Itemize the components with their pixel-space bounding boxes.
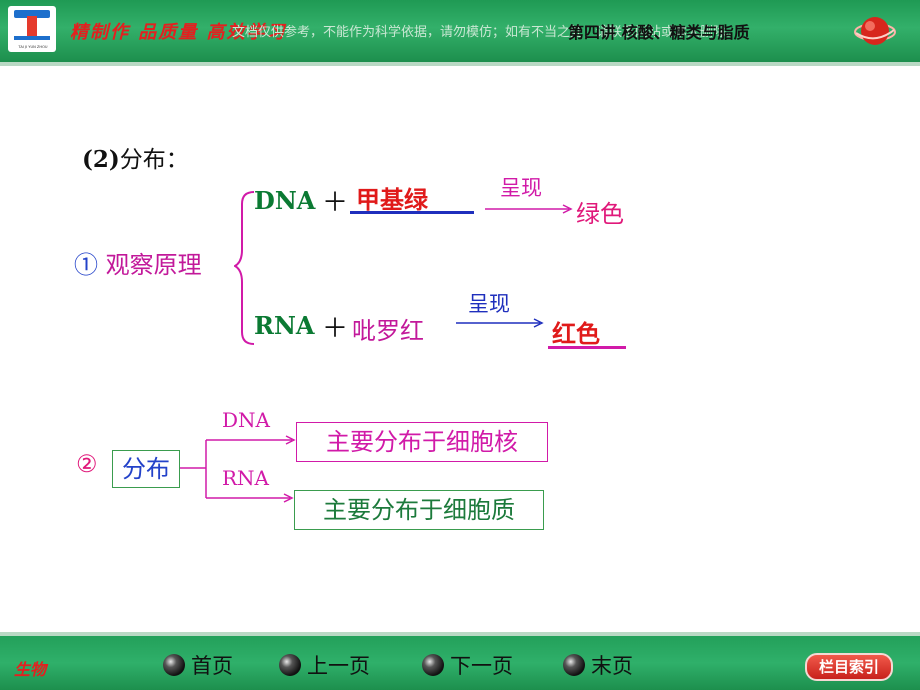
- subject-label: 生物: [14, 660, 47, 679]
- item1-text: 观察原理: [105, 251, 202, 279]
- rna-location-box: 主要分布于细胞质: [294, 490, 544, 530]
- nav-last-page-label: 末页: [591, 654, 633, 678]
- watermark-text: 文档仅供参考，不能作为科学依据，请勿模仿；如有不当之处，请联系网站或本人删除。: [232, 25, 740, 40]
- globe-icon: [854, 17, 896, 45]
- dna-arrow-label: 呈现: [500, 176, 542, 200]
- curly-brace: [234, 191, 255, 345]
- logo-caption: TAI JI YUN ZHOU: [18, 44, 48, 49]
- black-ball-icon: [563, 654, 585, 676]
- dna-molecule: DNA: [254, 186, 316, 215]
- black-ball-icon: [422, 654, 444, 676]
- principle-label: ① 观察原理: [74, 245, 202, 280]
- branch-dna-label: DNA: [222, 408, 270, 432]
- nav-next-page-label: 下一页: [450, 654, 513, 678]
- header-bar: [0, 0, 920, 62]
- section-title-number: (2): [82, 146, 120, 173]
- rna-answer-underline: [548, 346, 626, 349]
- nav-prev-page-label: 上一页: [307, 654, 370, 678]
- section-title: (2)分布：: [82, 140, 189, 174]
- dna-color-result: 绿色: [576, 200, 624, 228]
- item1-number: ①: [74, 251, 98, 279]
- section-index-button[interactable]: 栏目索引: [805, 653, 893, 681]
- rna-arrow: [456, 318, 544, 328]
- black-ball-icon: [279, 654, 301, 676]
- distribution-branch-arrows: [180, 435, 296, 503]
- rna-plus-sign: ＋: [322, 314, 349, 344]
- nav-first-page-button[interactable]: 首页: [163, 650, 233, 680]
- ti-logo-icon: [8, 6, 56, 52]
- slogan: 精制作 品质量 高效学习: [70, 22, 287, 43]
- dna-plus-sign: ＋: [322, 188, 349, 218]
- header-divider: [0, 62, 920, 66]
- distribution-label-box: 分布: [112, 450, 180, 488]
- lecture-title: 第四讲 核酸、糖类与脂质: [568, 23, 750, 42]
- nav-last-page-button[interactable]: 末页: [563, 650, 633, 680]
- nav-prev-page-button[interactable]: 上一页: [279, 650, 370, 680]
- nav-next-page-button[interactable]: 下一页: [422, 650, 513, 680]
- rna-reagent: 吡罗红: [352, 317, 424, 345]
- dna-reagent-answer: 甲基绿: [356, 186, 428, 214]
- dna-arrow: [485, 204, 573, 214]
- nav-first-page-label: 首页: [191, 654, 233, 678]
- section-title-text: 分布：: [119, 147, 189, 173]
- footer-bar: [0, 636, 920, 690]
- footer-divider: [0, 632, 920, 636]
- dna-answer-underline: [350, 211, 474, 214]
- branch-rna-label: RNA: [222, 466, 270, 490]
- rna-molecule: RNA: [254, 311, 315, 340]
- rna-color-answer: 红色: [552, 320, 600, 348]
- dna-location-box: 主要分布于细胞核: [296, 422, 548, 462]
- rna-arrow-label: 呈现: [468, 292, 510, 316]
- black-ball-icon: [163, 654, 185, 676]
- item2-number: ②: [76, 450, 98, 478]
